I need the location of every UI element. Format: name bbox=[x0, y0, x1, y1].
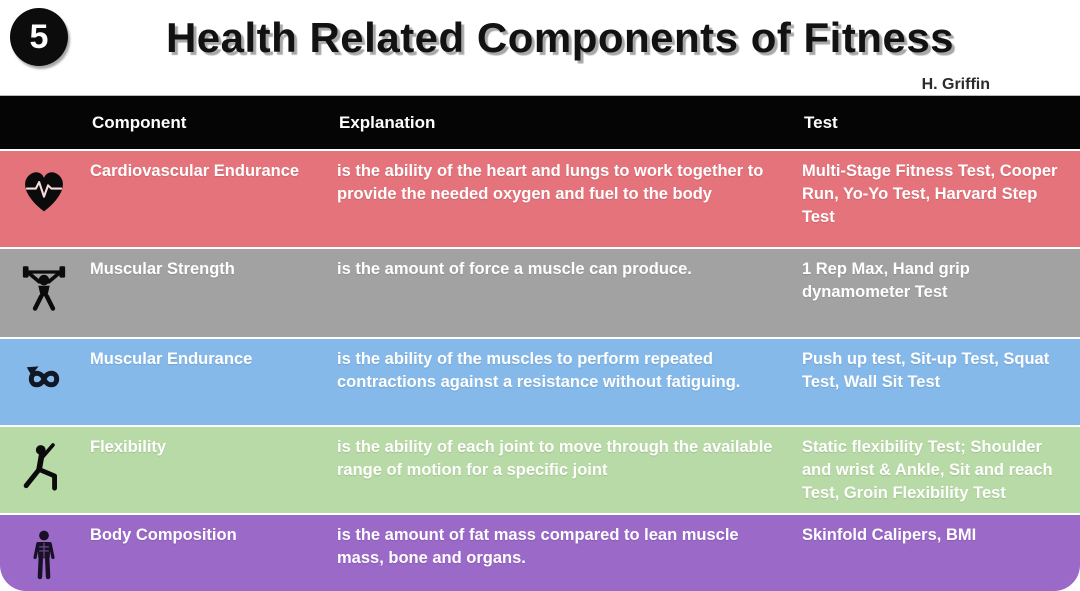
test-cell: Push up test, Sit-up Test, Squat Test, W… bbox=[802, 350, 1050, 391]
heart-pulse-icon bbox=[0, 151, 88, 247]
test-cell: 1 Rep Max, Hand grip dynamometer Test bbox=[802, 260, 970, 301]
slide-number: 5 bbox=[29, 17, 49, 56]
component-cell: Body Composition bbox=[90, 526, 237, 544]
table-row: Flexibility is the ability of each joint… bbox=[0, 427, 1080, 513]
header-test: Test bbox=[804, 112, 838, 132]
stretching-person-icon bbox=[0, 427, 88, 513]
page-title: Health Related Components of Fitness bbox=[165, 14, 955, 61]
component-cell: Cardiovascular Endurance bbox=[90, 162, 300, 180]
explanation-cell: is the amount of force a muscle can prod… bbox=[337, 260, 692, 278]
author-credit: H. Griffin bbox=[921, 76, 990, 93]
explanation-cell: is the ability of each joint to move thr… bbox=[337, 438, 773, 479]
weightlifter-icon bbox=[0, 249, 88, 337]
slide-number-badge: 5 bbox=[10, 8, 68, 66]
explanation-cell: is the ability of the muscles to perform… bbox=[337, 350, 741, 391]
test-cell: Static flexibility Test; Shoulder and wr… bbox=[802, 438, 1053, 502]
header-component: Component bbox=[92, 112, 187, 132]
infinity-icon bbox=[0, 339, 88, 425]
body-figure-icon bbox=[0, 515, 88, 591]
explanation-cell: is the amount of fat mass compared to le… bbox=[337, 526, 739, 567]
table-row: Body Composition is the amount of fat ma… bbox=[0, 515, 1080, 591]
explanation-cell: is the ability of the heart and lungs to… bbox=[337, 162, 764, 203]
table-row: Muscular Endurance is the ability of the… bbox=[0, 339, 1080, 425]
test-cell: Skinfold Calipers, BMI bbox=[802, 526, 977, 544]
table-row: Muscular Strength is the amount of force… bbox=[0, 249, 1080, 337]
component-cell: Muscular Endurance bbox=[90, 350, 253, 368]
table-row: Cardiovascular Endurance is the ability … bbox=[0, 151, 1080, 247]
table-header-row: Component Explanation Test bbox=[0, 95, 1080, 149]
component-cell: Flexibility bbox=[90, 438, 167, 456]
header-explanation: Explanation bbox=[339, 112, 436, 132]
component-cell: Muscular Strength bbox=[90, 260, 235, 278]
title-bar: 5 Health Related Components of Fitness H… bbox=[0, 0, 1080, 95]
test-cell: Multi-Stage Fitness Test, Cooper Run, Yo… bbox=[802, 162, 1058, 226]
